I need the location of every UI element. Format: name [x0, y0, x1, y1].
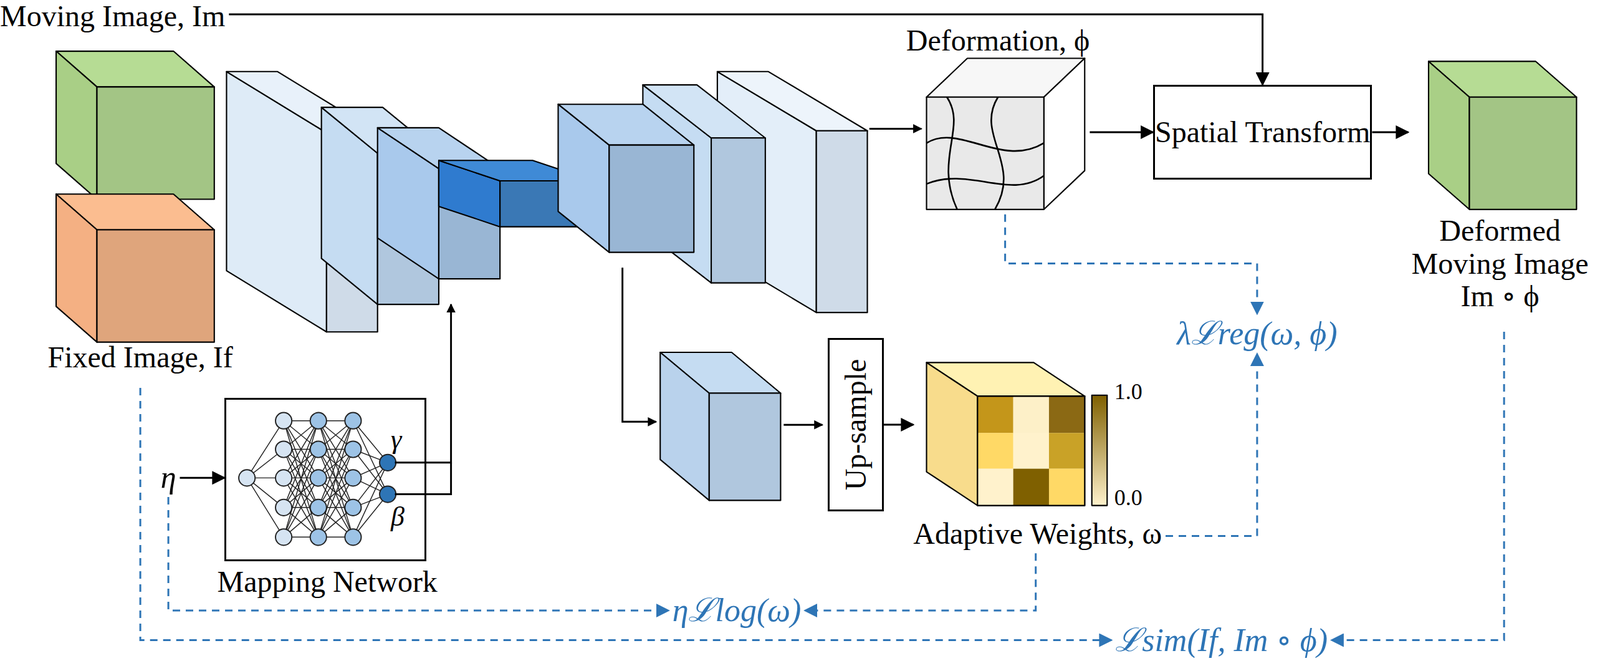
net-link — [283, 449, 319, 538]
log-loss: ηℒlog(ω) — [668, 590, 806, 631]
mapping-network-graph — [238, 412, 396, 546]
net-unit — [310, 499, 327, 516]
net-link — [318, 449, 354, 538]
spatial-transform-box: Spatial Transform — [1153, 84, 1372, 180]
node-text: Up-sample — [838, 359, 872, 491]
node-text: Spatial Transform — [1154, 115, 1371, 149]
node-text: Deformed Moving Image — [1408, 214, 1592, 281]
node-text: η — [160, 459, 177, 495]
block-front — [608, 145, 694, 253]
film-parameter: γ — [390, 424, 402, 455]
weight-cells — [977, 395, 1085, 505]
net-unit — [275, 528, 292, 545]
mapping-network: Mapping Network — [224, 397, 427, 561]
sim-loss: ℒsim(If, Im ∘ ϕ) — [1111, 620, 1332, 661]
fixed-image: Fixed Image, If — [20, 191, 261, 388]
deformation-field: Deformation, ϕ — [906, 14, 1091, 215]
text-group: Mapping Network — [175, 565, 480, 599]
net-unit — [344, 440, 361, 457]
net-unit — [310, 440, 327, 457]
reg-loss: λℒreg(ω, ϕ) — [1173, 313, 1341, 354]
net-unit — [275, 469, 292, 486]
loss-connector — [168, 496, 669, 611]
layout-arrows — [395, 128, 922, 494]
net-unit — [238, 469, 255, 486]
net-unit — [344, 528, 361, 545]
loss-connector — [1165, 353, 1258, 536]
node-text: λℒreg(ω, ϕ) — [1176, 315, 1337, 351]
node-text: Fixed Image, If — [20, 340, 261, 374]
unet-blocks — [226, 71, 868, 332]
block-top — [558, 104, 695, 145]
node-text: Deformation, ϕ — [906, 24, 1091, 58]
deformation-grid — [926, 97, 1045, 210]
net-unit — [344, 412, 361, 429]
net-unit — [275, 499, 292, 516]
text-group: Fixed Image, If — [20, 340, 261, 374]
net-unit — [379, 485, 396, 502]
node-text: ℒsim(If, Im ∘ ϕ) — [1115, 622, 1328, 658]
node-text: Moving Image, Im — [0, 0, 226, 34]
eta-input: η — [157, 458, 181, 497]
upsample-box: Up-sample — [827, 337, 884, 512]
flow-arrow — [228, 14, 1263, 85]
net-unit — [310, 469, 327, 486]
text-group: Moving Image, Im — [0, 0, 226, 34]
block-front — [711, 137, 766, 283]
colorbar-tick: 0.0 — [1114, 485, 1143, 511]
net-link — [283, 420, 319, 508]
image-cubes — [56, 51, 1577, 506]
moving-image: Moving Image, Im — [0, 0, 229, 202]
net-link — [283, 420, 319, 508]
net-unit — [344, 469, 361, 486]
flow-arrow — [1089, 131, 1154, 134]
net-link — [318, 449, 354, 538]
net-unit — [379, 454, 396, 471]
flow-arrow — [180, 476, 226, 479]
loss-connector — [1331, 331, 1505, 641]
loss-connector — [140, 387, 1112, 640]
flow-arrow — [883, 423, 914, 426]
text-group: Adaptive Weights, ω — [913, 517, 1159, 551]
net-link — [283, 449, 319, 538]
net-unit — [310, 528, 327, 545]
net-unit — [310, 412, 327, 429]
net-unit — [275, 412, 292, 429]
text-group: Deformation, ϕ — [906, 24, 1091, 58]
net-link — [318, 420, 354, 508]
flow-arrow — [1371, 131, 1409, 134]
net-link — [318, 420, 354, 508]
node-text: Mapping Network — [175, 565, 480, 599]
text-group: Deformed Moving ImageIm ∘ ϕ — [1408, 214, 1592, 313]
deformed-image: Deformed Moving ImageIm ∘ ϕ — [1408, 51, 1592, 332]
film-parameter: β — [390, 501, 405, 532]
node-text: Adaptive Weights, ω — [913, 517, 1159, 551]
colorbar-tick: 1.0 — [1114, 379, 1143, 405]
node-text: Im ∘ ϕ — [1408, 279, 1592, 313]
net-unit — [275, 440, 292, 457]
node-text: ηℒlog(ω) — [672, 592, 802, 628]
loss-connector — [1005, 214, 1258, 315]
net-unit — [344, 499, 361, 516]
loss-connector — [804, 552, 1036, 611]
block-front — [816, 130, 868, 313]
